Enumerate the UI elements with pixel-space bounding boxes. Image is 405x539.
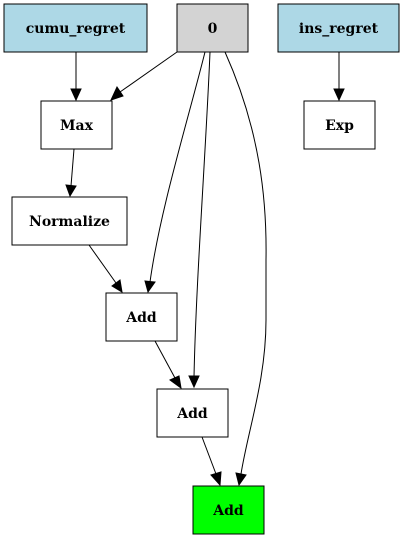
arrowhead-zero-to-add1 (144, 280, 156, 294)
arrowhead-normalize-to-add1 (111, 279, 123, 293)
node-ins_regret: ins_regret (277, 3, 400, 53)
node-add3: Add (192, 485, 265, 535)
edge-zero-to-add1 (149, 51, 206, 283)
arrowhead-max-to-normalize (65, 184, 77, 198)
graph-edges (65, 51, 345, 487)
node-cumu_regret-box (3, 3, 148, 53)
node-max-box (40, 100, 113, 150)
edge-normalize-to-add1 (88, 244, 117, 284)
arrowhead-zero-to-add2 (188, 375, 200, 389)
node-normalize-label: Normalize (29, 214, 110, 230)
node-cumu_regret-label: cumu_regret (26, 21, 126, 37)
arrowhead-zero-to-add3 (235, 472, 247, 487)
edge-add2-to-add3 (201, 436, 217, 475)
edge-max-to-normalize (70, 148, 75, 187)
node-ins_regret-box (277, 3, 400, 53)
node-add1-box (105, 292, 178, 342)
edge-zero-to-add2 (193, 51, 211, 378)
node-add1: Add (105, 292, 178, 342)
node-max: Max (40, 100, 113, 150)
edge-zero-to-max (119, 51, 178, 93)
node-cumu_regret: cumu_regret (3, 3, 148, 53)
arrowhead-zero-to-max (110, 85, 124, 101)
node-exp: Exp (303, 100, 376, 150)
node-zero-label: 0 (208, 21, 218, 37)
arrowhead-cumu_regret-to-max (70, 88, 82, 102)
node-add2-box (156, 388, 229, 438)
arrowhead-add2-to-add3 (210, 471, 222, 487)
node-max-label: Max (60, 118, 94, 134)
node-exp-box (303, 100, 376, 150)
arrowhead-add1-to-add2 (169, 375, 182, 390)
arrowhead-ins_regret-to-exp (333, 88, 345, 102)
edge-zero-to-add3 (224, 51, 267, 475)
node-exp-label: Exp (325, 118, 354, 134)
graph-nodes: cumu_regret 0 ins_regret Max Exp Normali… (3, 3, 400, 535)
node-add3-label: Add (212, 503, 244, 519)
node-zero-box (176, 3, 249, 53)
node-add2: Add (156, 388, 229, 438)
node-normalize-box (11, 196, 128, 246)
node-add3-box (192, 485, 265, 535)
node-zero: 0 (176, 3, 249, 53)
node-normalize: Normalize (11, 196, 128, 246)
edge-add1-to-add2 (154, 340, 176, 379)
node-add2-label: Add (176, 406, 208, 422)
node-ins_regret-label: ins_regret (299, 21, 379, 37)
node-add1-label: Add (125, 310, 157, 326)
